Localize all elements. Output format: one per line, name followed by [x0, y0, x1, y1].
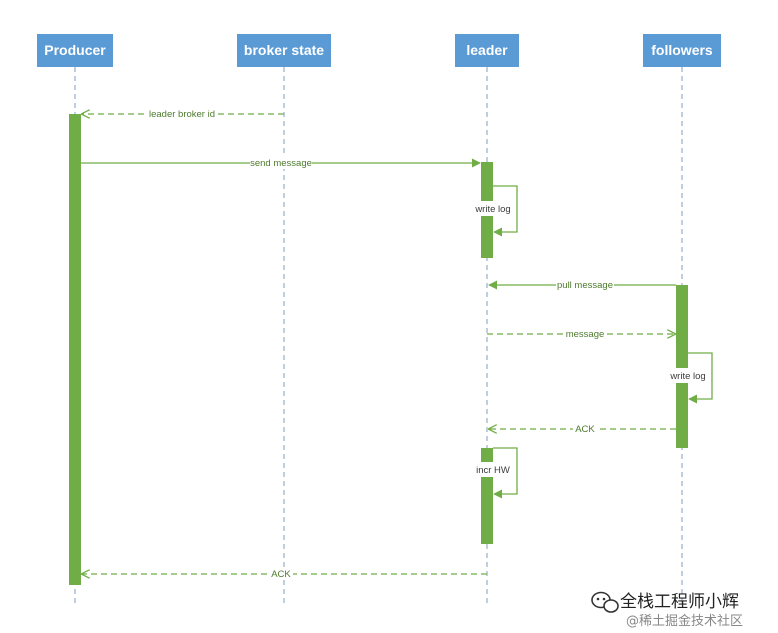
actor-label-leader: leader — [466, 42, 508, 58]
activation-followers — [676, 285, 688, 448]
actor-label-producer: Producer — [44, 42, 106, 58]
self-call-label-write-log-leader: write log — [474, 204, 510, 215]
actor-leader: leader — [455, 34, 519, 67]
actor-producer: Producer — [37, 34, 113, 67]
watermark-subtitle: @稀土掘金技术社区 — [626, 613, 743, 629]
message-label-send-message: send message — [250, 158, 312, 169]
message-send-message: send message — [81, 156, 481, 169]
message-ack-producer: ACK — [82, 567, 487, 580]
wechat-icon — [591, 591, 619, 613]
self-call-write-log-leader: write log — [472, 185, 518, 237]
self-call-incr-hw: incr HW — [473, 447, 518, 499]
message-pull-message: pull message — [488, 278, 676, 291]
message-label-pull-message: pull message — [557, 280, 613, 291]
message-leader-broker-id: leader broker id — [82, 107, 284, 120]
message-ack-followers: ACK — [489, 422, 676, 435]
message-label-ack-producer: ACK — [271, 569, 291, 580]
actor-label-followers: followers — [651, 42, 713, 58]
self-call-label-incr-hw: incr HW — [476, 465, 510, 476]
self-call-label-write-log-followers: write log — [669, 371, 705, 382]
watermark-title: 全栈工程师小辉 — [620, 592, 739, 612]
actor-label-broker: broker state — [244, 42, 324, 58]
message-label-message: message — [566, 329, 605, 340]
activation-producer — [69, 114, 81, 585]
message-message: message — [487, 327, 675, 340]
message-label-leader-broker-id: leader broker id — [149, 109, 215, 120]
watermark: 全栈工程师小辉 @稀土掘金技术社区 — [591, 591, 743, 629]
self-call-write-log-followers: write log — [667, 352, 713, 404]
actor-followers: followers — [643, 34, 721, 67]
message-label-ack-followers: ACK — [575, 424, 595, 435]
actor-broker: broker state — [237, 34, 331, 67]
